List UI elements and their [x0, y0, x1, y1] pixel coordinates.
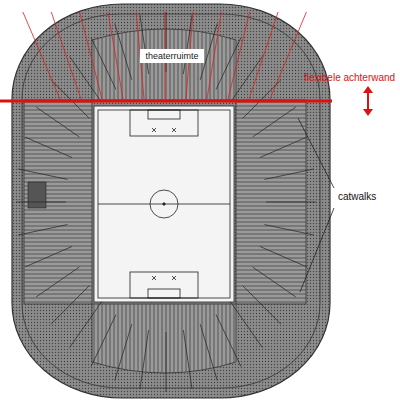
wall-label: flexibele achterwand [304, 72, 395, 83]
theatre-sightlines [23, 12, 307, 99]
aisle-line [36, 267, 79, 297]
aisle-line [253, 107, 296, 137]
sightline [228, 12, 250, 99]
aisle-line [25, 137, 72, 158]
aisle-line [264, 225, 313, 235]
aisle-line [253, 267, 296, 297]
aisle-line [230, 56, 262, 102]
aisle-lines [16, 12, 316, 392]
stairs-block [28, 182, 46, 208]
aisle-line [51, 80, 89, 119]
aisle-line [264, 169, 313, 179]
aisle-line [91, 37, 116, 89]
label-box: theaterruimte [140, 49, 203, 63]
stadium-outline [12, 4, 330, 398]
aisle-line [36, 107, 79, 137]
aisle-line [115, 23, 132, 79]
sightline [80, 12, 102, 99]
aisle-line [91, 315, 116, 367]
catwalk-label: catwalks [338, 191, 376, 202]
flexible-wall-line [0, 100, 332, 103]
sightline [108, 12, 123, 99]
stadium-ring [22, 14, 320, 388]
aisle-line [216, 315, 241, 367]
aisle-line [183, 330, 192, 389]
sightline [51, 12, 81, 99]
south-stand [92, 304, 236, 373]
aisle-line [166, 332, 167, 392]
aisle-line [16, 202, 66, 203]
aisle-line [230, 302, 262, 348]
aisle-line [266, 202, 316, 203]
aisle-line [18, 225, 67, 235]
aisle-line [260, 137, 307, 158]
leader-line [298, 118, 334, 188]
area-label: theaterruimte [145, 51, 198, 61]
aisle-line [70, 302, 102, 348]
sightline [23, 12, 60, 99]
double-arrow [363, 86, 373, 116]
sightline [270, 12, 306, 99]
aisle-line [260, 246, 307, 267]
aisle-line [115, 324, 132, 380]
aisle-line [243, 286, 281, 325]
aisle-line [18, 169, 67, 179]
football-pitch [94, 106, 234, 302]
aisle-line [166, 12, 167, 72]
aisle-line [200, 324, 217, 380]
sightline [207, 12, 221, 99]
aisle-line [140, 330, 149, 389]
leader-line [300, 208, 334, 292]
aisle-line [25, 246, 72, 267]
sightline [249, 12, 278, 99]
aisle-line [51, 286, 89, 325]
north-stand [92, 29, 236, 100]
